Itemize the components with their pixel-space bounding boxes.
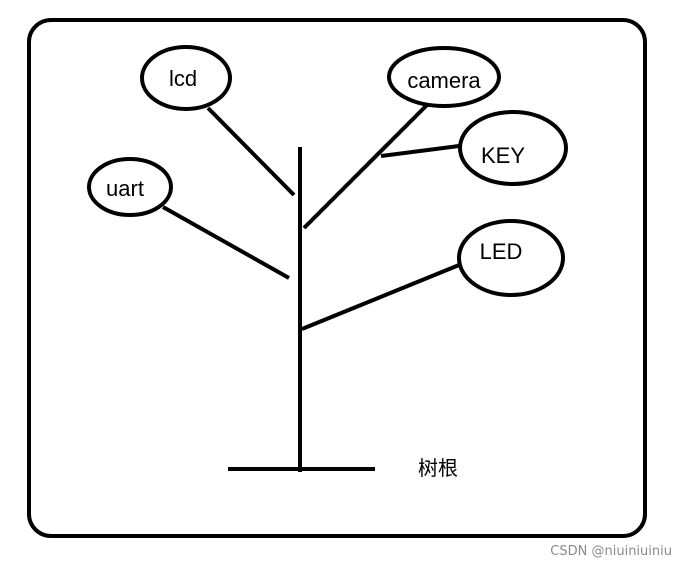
node-uart: uart — [87, 157, 173, 217]
root-label: 树根 — [418, 456, 458, 480]
branch-camera — [302, 103, 429, 230]
node-camera-label: camera — [407, 68, 481, 93]
node-lcd-label: lcd — [169, 66, 197, 91]
node-key-ellipse — [458, 110, 568, 186]
node-uart-label: uart — [106, 176, 144, 201]
node-key-label: KEY — [481, 143, 525, 168]
node-camera: camera — [387, 46, 501, 108]
watermark-text: CSDN @niuiniuiniu — [550, 544, 672, 559]
node-lcd: lcd — [140, 45, 232, 111]
branch-key — [380, 144, 460, 158]
node-led: LED — [457, 219, 565, 297]
node-led-ellipse — [457, 219, 565, 297]
node-key: KEY — [458, 110, 568, 186]
branch-led — [301, 261, 465, 331]
node-lcd-ellipse — [140, 45, 232, 111]
node-led-label: LED — [480, 239, 523, 264]
branch-lcd — [206, 106, 296, 197]
branch-uart — [162, 205, 290, 280]
diagram-frame — [27, 18, 647, 538]
node-uart-ellipse — [87, 157, 173, 217]
node-camera-ellipse — [387, 46, 501, 108]
